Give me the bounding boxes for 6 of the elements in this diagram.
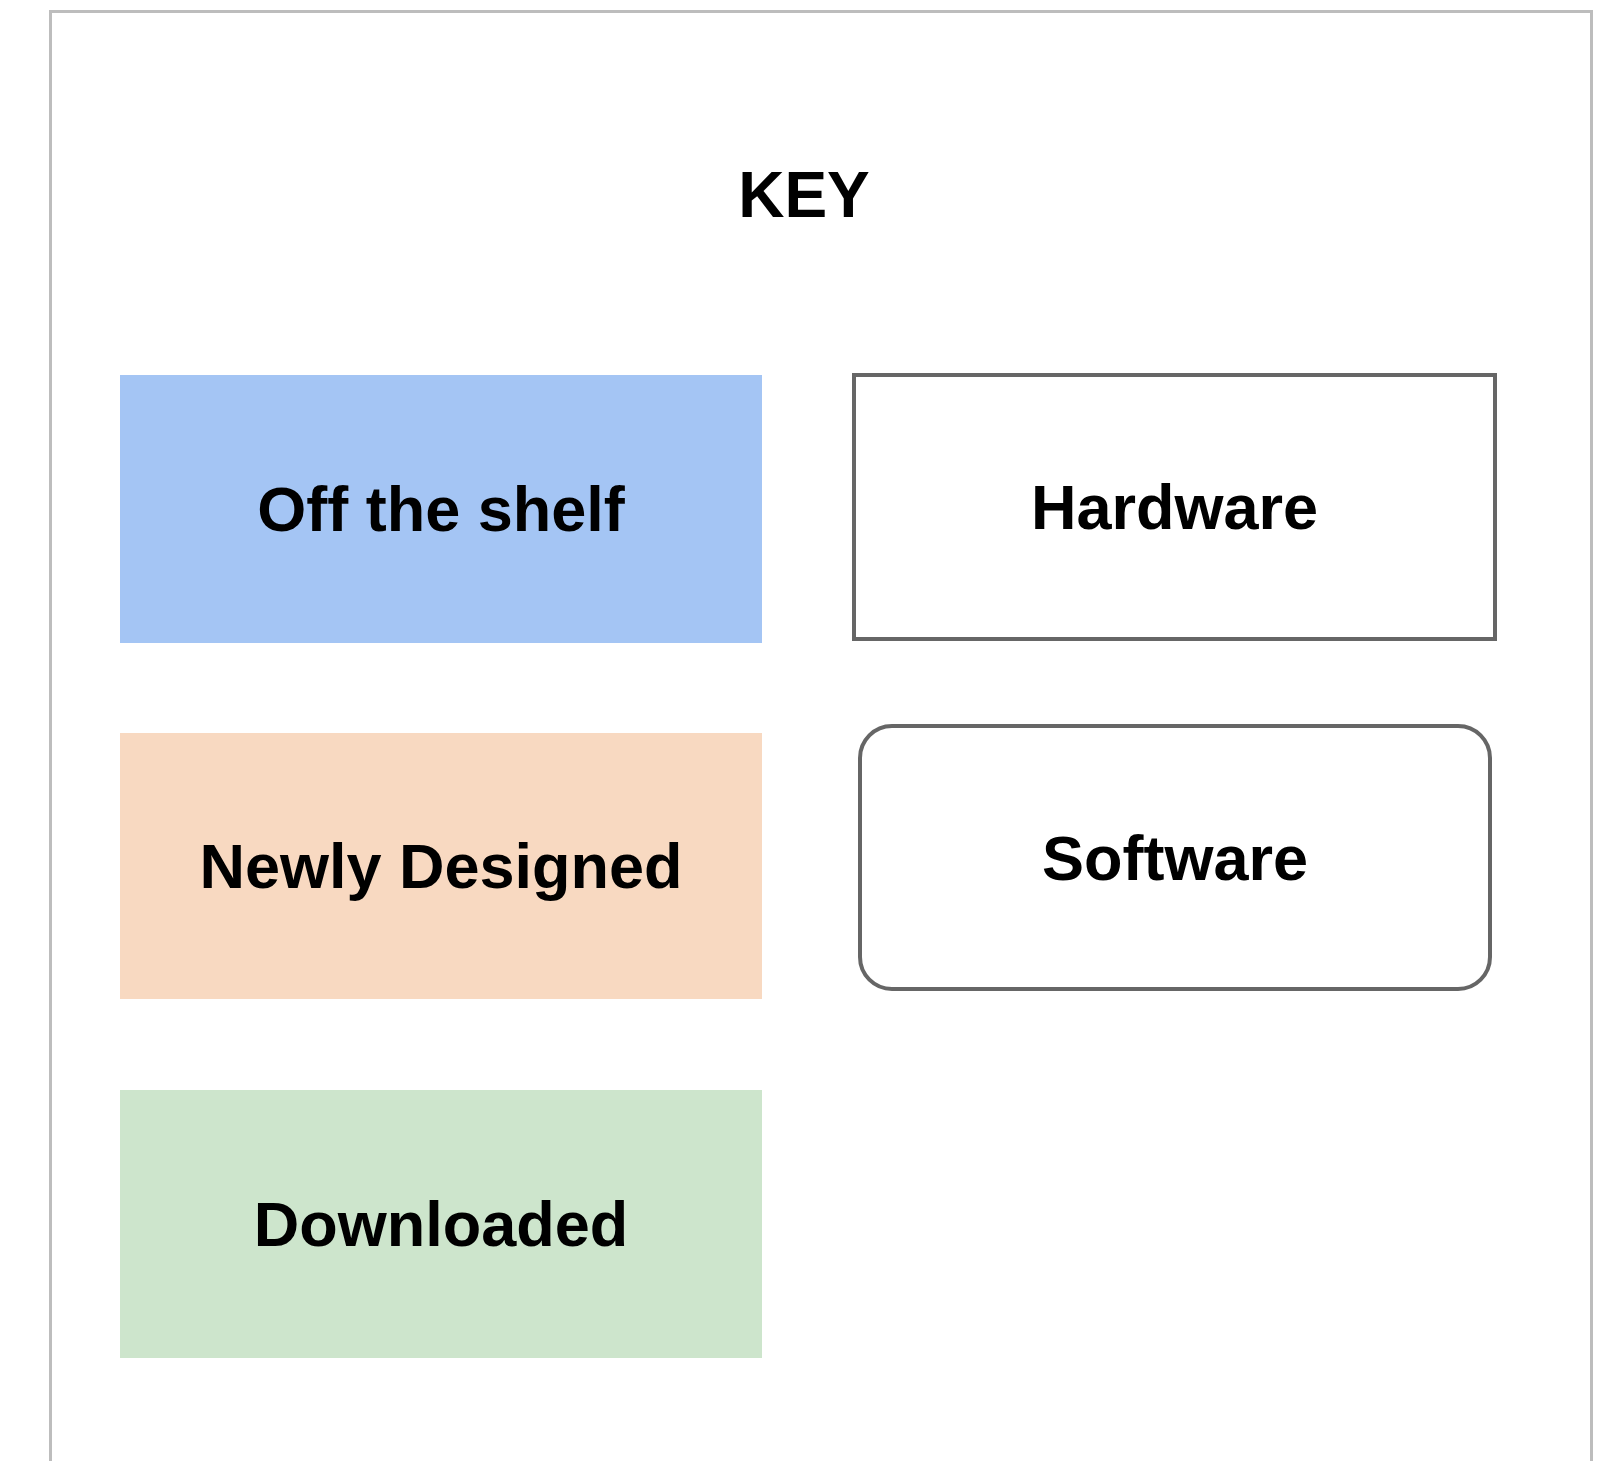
- legend-label: Newly Designed: [199, 830, 683, 902]
- legend-label: Downloaded: [253, 1188, 629, 1260]
- legend-title: KEY: [737, 158, 871, 232]
- legend-label: Software: [1041, 821, 1309, 894]
- legend-label: Off the shelf: [257, 473, 625, 545]
- legend-label: Hardware: [1030, 471, 1319, 543]
